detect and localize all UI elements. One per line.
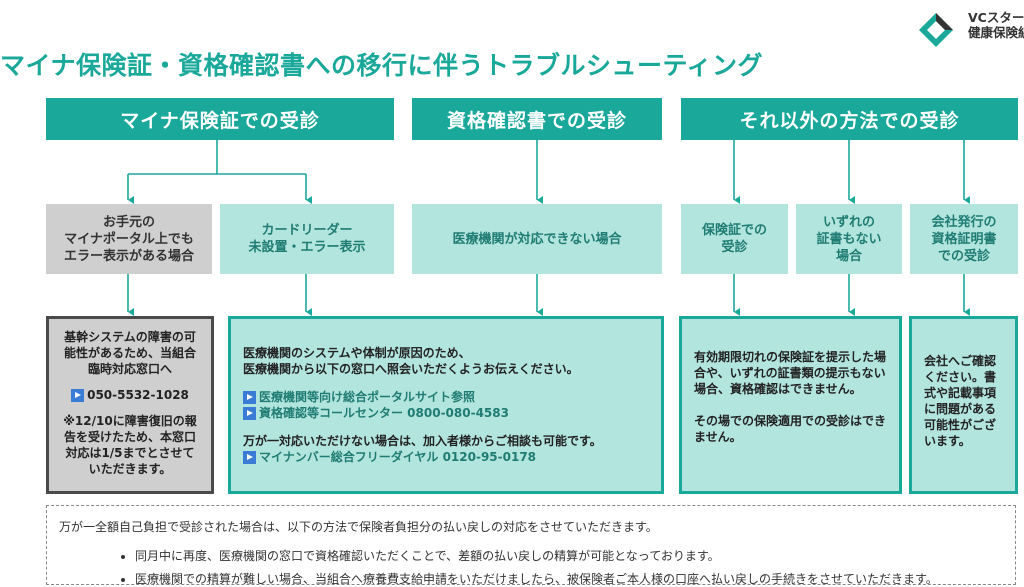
refund-notes-intro: 万が一全額自己負担で受診された場合は、以下の方法で保険者負担分の払い戻しの対応を… <box>59 520 658 534</box>
result-company-text: 会社へご確認ください。書式や記載事項に問題がある可能性がございます。 <box>924 354 997 448</box>
result-facility-text3: 万が一対応いただけない場合は、加入者様からご相談も可能です。 <box>243 434 602 448</box>
result-system-phone[interactable]: 050-5532-1028 <box>87 388 189 402</box>
flow-connectors <box>127 140 970 316</box>
case-insurance-card: 保険証での 受診 <box>681 204 788 274</box>
result-expired-text1: 有効期限切れの保険証を提示した場合や、いずれの証書類の提示もない場合、資格確認は… <box>694 350 887 396</box>
brand-logo-icon <box>919 13 953 47</box>
result-facility-text1: 医療機関のシステムや体制が原因のため、 <box>243 346 471 360</box>
result-facility-contact: 医療機関のシステムや体制が原因のため、 医療機関から以下の窓口へ照会いただくよう… <box>228 316 664 494</box>
case-no-certificate: いずれの 証書もない 場合 <box>796 204 902 274</box>
refund-notes: 万が一全額自己負担で受診された場合は、以下の方法で保険者負担分の払い戻しの対応を… <box>46 505 1016 587</box>
result-system-text: 基幹システムの障害の可能性があるため、当組合臨時対応窓口へ <box>63 330 196 376</box>
result-company-cert: 会社へご確認ください。書式や記載事項に問題がある可能性がございます。 <box>909 316 1018 494</box>
result-system-phone-line[interactable]: 050-5532-1028 <box>63 387 197 403</box>
call-center-link[interactable]: 資格確認等コールセンター 0800-080-4583 <box>243 405 649 421</box>
result-no-valid-certificate: 有効期限切れの保険証を提示した場合や、いずれの証書類の提示もない場合、資格確認は… <box>679 316 902 494</box>
result-system-note: ※12/10に障害復旧の報告を受けたため、本窓口対応は1/5までとさせていただき… <box>63 414 197 476</box>
mynumber-dial-link-text[interactable]: マイナンバー総合フリーダイヤル 0120-95-0178 <box>259 450 537 464</box>
case-company-cert: 会社発行の 資格証明書 での受診 <box>910 204 1018 274</box>
case-card-reader: カードリーダー 未設置・エラー表示 <box>220 204 394 274</box>
brand-name: VCスター 健康保険組 <box>968 10 1024 40</box>
play-icon <box>71 388 85 402</box>
case-portal-error: お手元の マイナポータル上でも エラー表示がある場合 <box>46 204 212 274</box>
category-qualification-cert: 資格確認書での受診 <box>412 98 662 140</box>
refund-note-item: 同月中に再度、医療機関の窓口で資格確認いただくことで、差額の払い戻しの精算が可能… <box>135 547 1015 564</box>
refund-notes-list: 同月中に再度、医療機関の窓口で資格確認いただくことで、差額の払い戻しの精算が可能… <box>59 547 1015 587</box>
portal-site-link-text[interactable]: 医療機関等向け総合ポータルサイト参照 <box>259 390 476 404</box>
brand-line2: 健康保険組 <box>968 25 1024 40</box>
mynumber-dial-link[interactable]: マイナンバー総合フリーダイヤル 0120-95-0178 <box>243 449 649 465</box>
result-expired-text2: その場での保険適用での受診はできません。 <box>694 414 887 444</box>
call-center-link-text[interactable]: 資格確認等コールセンター 0800-080-4583 <box>259 406 509 420</box>
page-title: マイナ保険証・資格確認書への移行に伴うトラブルシューティング <box>0 51 764 80</box>
play-icon <box>243 406 256 420</box>
case-facility-unable: 医療機関が対応できない場合 <box>412 204 662 274</box>
play-icon <box>243 450 256 464</box>
play-icon <box>243 390 256 404</box>
brand-line1: VCスター <box>968 10 1024 25</box>
result-system-failure: 基幹システムの障害の可能性があるため、当組合臨時対応窓口へ 050-5532-1… <box>46 316 214 494</box>
result-facility-text2: 医療機関から以下の窓口へ照会いただくようお伝えください。 <box>243 362 579 376</box>
category-other-methods: それ以外の方法での受診 <box>681 98 1018 140</box>
category-mynumber-card: マイナ保険証での受診 <box>46 98 394 140</box>
portal-site-link[interactable]: 医療機関等向け総合ポータルサイト参照 <box>243 389 649 405</box>
